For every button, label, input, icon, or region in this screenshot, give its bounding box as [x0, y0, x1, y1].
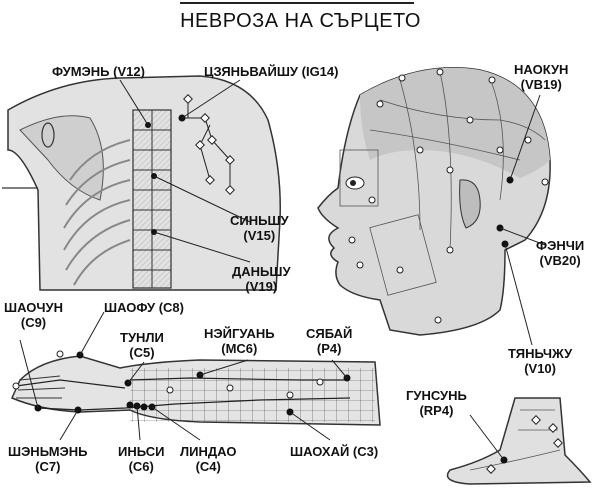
- label-naokun-code: (VB19): [520, 77, 562, 92]
- label-sinshu-name: СИНЬШУ: [230, 213, 289, 228]
- label-fenchi-code: (VB20): [539, 253, 581, 268]
- label-shaohay: ШАОХАЙ (C3): [290, 444, 378, 459]
- label-syabay: СЯБАЙ (P4): [306, 326, 352, 356]
- label-neyguan: НЭЙГУАНЬ (MC6): [204, 326, 275, 356]
- back-torso: [2, 75, 281, 291]
- label-danshu-code: (V19): [245, 279, 278, 294]
- label-shaofu: ШАОФУ (C8): [104, 300, 184, 315]
- label-gunsun-code: (RP4): [419, 403, 454, 418]
- label-syabay-code: (P4): [316, 341, 342, 356]
- label-shaochun-code: (C9): [20, 315, 47, 330]
- label-tyanchzhu: ТЯНЬЧЖУ (V10): [508, 346, 572, 376]
- label-fumen: ФУМЭНЬ (V12): [52, 64, 145, 79]
- label-syabay-name: СЯБАЙ: [306, 326, 353, 341]
- label-tunli-name: ТУНЛИ: [120, 330, 164, 345]
- label-fenchi-name: ФЭНЧИ: [536, 238, 585, 253]
- diagram-title: НЕВРОЗА НА СЪРЦЕТО: [180, 10, 421, 32]
- label-lindao-name: ЛИНДАО: [180, 444, 237, 459]
- label-shenmen-name: ШЭНЬМЭНЬ: [8, 444, 88, 459]
- label-sinshu-code: (V15): [243, 228, 276, 243]
- label-lindao-code: (C4): [195, 459, 221, 474]
- label-shaofu-name: ШАОФУ (C8): [104, 300, 184, 315]
- label-danshu: ДАНЬШУ (V19): [232, 264, 291, 294]
- label-insi-name: ИНЬСИ: [118, 444, 165, 459]
- label-tunli-code: (C5): [129, 345, 155, 360]
- label-gunsun-name: ГУНСУНЬ: [406, 388, 467, 403]
- label-fumen-name: ФУМЭНЬ (V12): [52, 64, 145, 79]
- label-shenmen-code: (C7): [35, 459, 61, 474]
- forearm: [11, 311, 381, 441]
- label-insi-code: (C6): [128, 459, 154, 474]
- label-neyguan-name: НЭЙГУАНЬ: [204, 326, 275, 341]
- label-gunsun: ГУНСУНЬ (RP4): [406, 388, 467, 418]
- label-neyguan-code: (MC6): [221, 341, 258, 356]
- label-shenmen: ШЭНЬМЭНЬ (C7): [8, 444, 88, 474]
- label-czyanvayshu: ЦЗЯНЬВАЙШУ (IG14): [204, 64, 338, 79]
- label-tyanchzhu-name: ТЯНЬЧЖУ: [508, 346, 573, 361]
- label-shaohay-name: ШАОХАЙ (C3): [290, 444, 379, 459]
- label-lindao: ЛИНДАО (C4): [180, 444, 236, 474]
- foot: [446, 397, 592, 485]
- label-naokun-name: НАОКУН: [514, 62, 569, 77]
- label-naokun: НАОКУН (VB19): [514, 62, 568, 92]
- label-fenchi: ФЭНЧИ (VB20): [536, 238, 584, 268]
- label-czyanvayshu-name: ЦЗЯНЬВАЙШУ (IG14): [204, 64, 339, 79]
- label-insi: ИНЬСИ (C6): [118, 444, 164, 474]
- label-sinshu: СИНЬШУ (V15): [230, 213, 289, 243]
- label-tunli: ТУНЛИ (C5): [120, 330, 164, 360]
- label-danshu-name: ДАНЬШУ: [232, 264, 291, 279]
- title-rule: [180, 2, 414, 4]
- label-shaochun: ШАОЧУН (C9): [4, 300, 63, 330]
- label-tyanchzhu-code: (V10): [524, 361, 556, 376]
- head-profile: [317, 67, 551, 346]
- label-shaochun-name: ШАОЧУН: [4, 300, 64, 315]
